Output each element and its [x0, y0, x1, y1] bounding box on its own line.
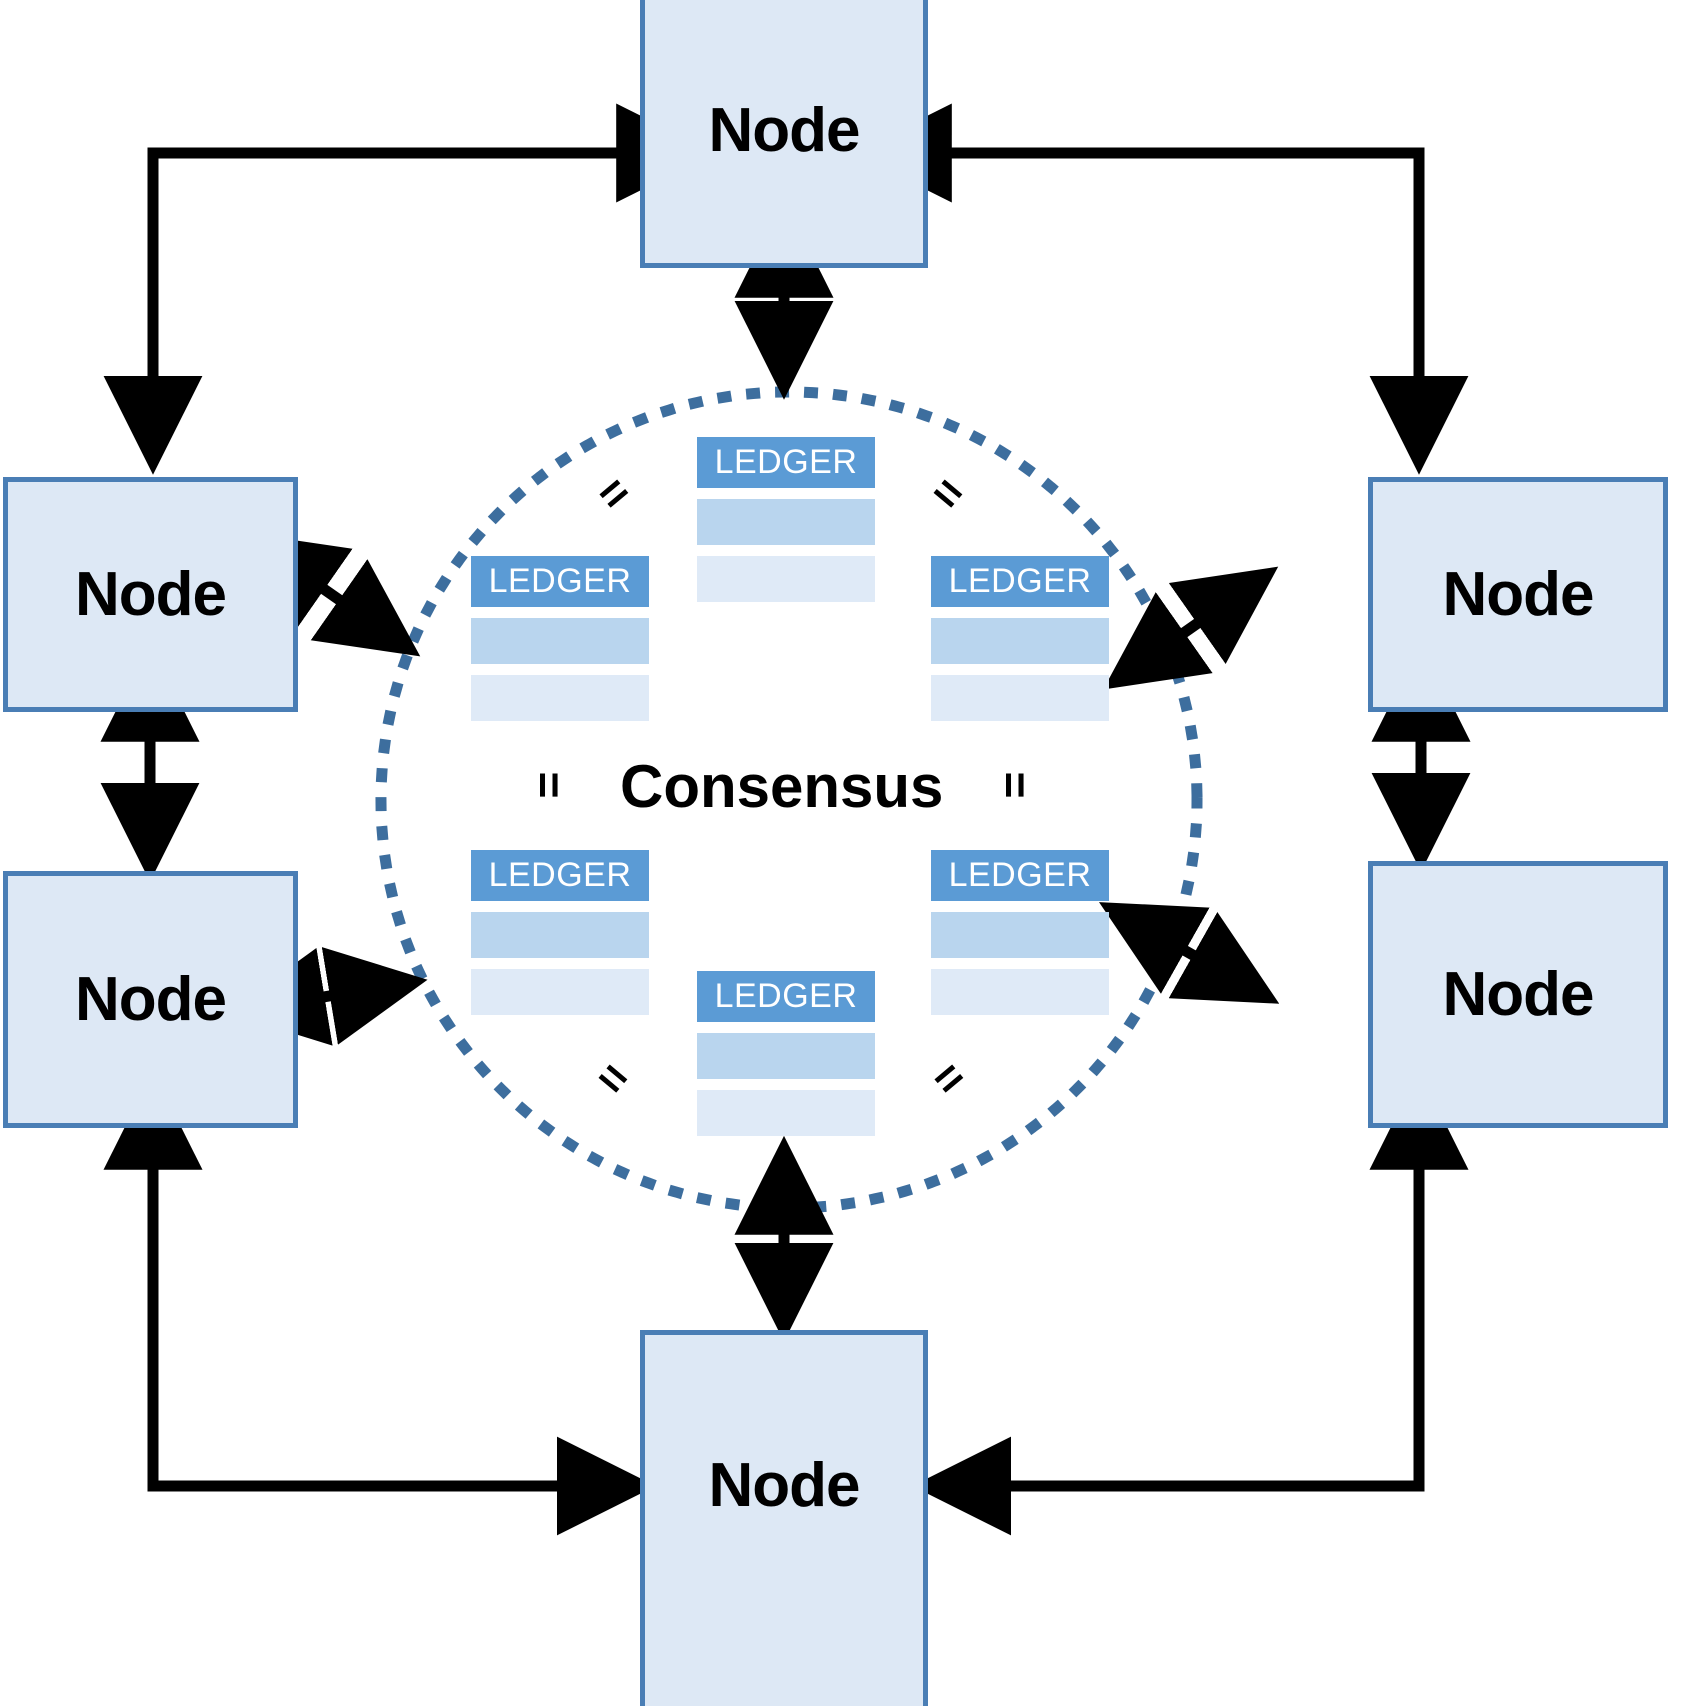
ledger-right-lower-header: LEDGER [931, 850, 1109, 901]
ledger-right-lower-row-1 [931, 912, 1109, 958]
conn-left-to-center [243, 532, 421, 657]
conn-right-to-center [1103, 566, 1279, 690]
equals-mark-top-right: = [921, 464, 976, 522]
node-bottom[interactable]: Node [640, 1330, 928, 1706]
equals-mark-bottom-left: = [586, 1049, 641, 1107]
ledger-left-upper-row-2 [471, 675, 649, 721]
ledger-left-lower-row-2 [471, 969, 649, 1015]
node-right-lower-label: Node [1442, 959, 1595, 1029]
ledger-left-lower-header: LEDGER [471, 850, 649, 901]
ledger-top-header: LEDGER [697, 437, 875, 488]
node-right-upper[interactable]: Node [1368, 477, 1668, 712]
ledger-left-upper[interactable]: LEDGER [471, 556, 649, 721]
node-top[interactable]: Node [640, 0, 928, 268]
ledger-right-lower-row-2 [931, 969, 1109, 1015]
node-left-upper[interactable]: Node [3, 477, 298, 712]
conn-leftlower-to-bottom [103, 1070, 656, 1536]
ledger-top-row-2 [697, 556, 875, 602]
node-left-upper-label: Node [75, 559, 227, 629]
conn-rightupper-from-top [852, 103, 1469, 475]
node-right-lower[interactable]: Node [1368, 861, 1668, 1128]
ledger-right-upper[interactable]: LEDGER [931, 556, 1109, 721]
node-left-lower[interactable]: Node [3, 871, 298, 1128]
ledger-top[interactable]: LEDGER [697, 437, 875, 602]
ledger-top-row-1 [697, 499, 875, 545]
ledger-left-upper-header: LEDGER [471, 556, 649, 607]
node-top-label: Node [708, 96, 861, 165]
node-right-upper-label: Node [1442, 559, 1595, 629]
ledger-bottom-row-1 [697, 1033, 875, 1079]
conn-leftupper-from-top [103, 103, 716, 475]
ledger-right-upper-row-1 [931, 618, 1109, 664]
equals-mark-bottom-right: = [921, 1049, 976, 1107]
ledger-left-upper-row-1 [471, 618, 649, 664]
ledger-right-upper-header: LEDGER [931, 556, 1109, 607]
ledger-left-lower[interactable]: LEDGER [471, 850, 649, 1015]
conn-rightlower-to-center [1099, 902, 1280, 1004]
ledger-bottom-header: LEDGER [697, 971, 875, 1022]
conn-rightlower-to-bottom [912, 1070, 1469, 1536]
ledger-bottom-row-2 [697, 1090, 875, 1136]
node-bottom-label: Node [708, 1451, 861, 1520]
conn-leftlower-to-center [226, 947, 428, 1046]
node-left-lower-label: Node [75, 964, 227, 1034]
ledger-left-lower-row-1 [471, 912, 649, 958]
ledger-right-upper-row-2 [931, 675, 1109, 721]
consensus-label: Consensus [620, 753, 944, 820]
equals-mark-top-left: = [586, 464, 641, 522]
ledger-right-lower[interactable]: LEDGER [931, 850, 1109, 1015]
equals-mark-mid-left: = [523, 771, 576, 799]
ledger-bottom[interactable]: LEDGER [697, 971, 875, 1136]
equals-mark-mid-right: = [989, 771, 1042, 799]
